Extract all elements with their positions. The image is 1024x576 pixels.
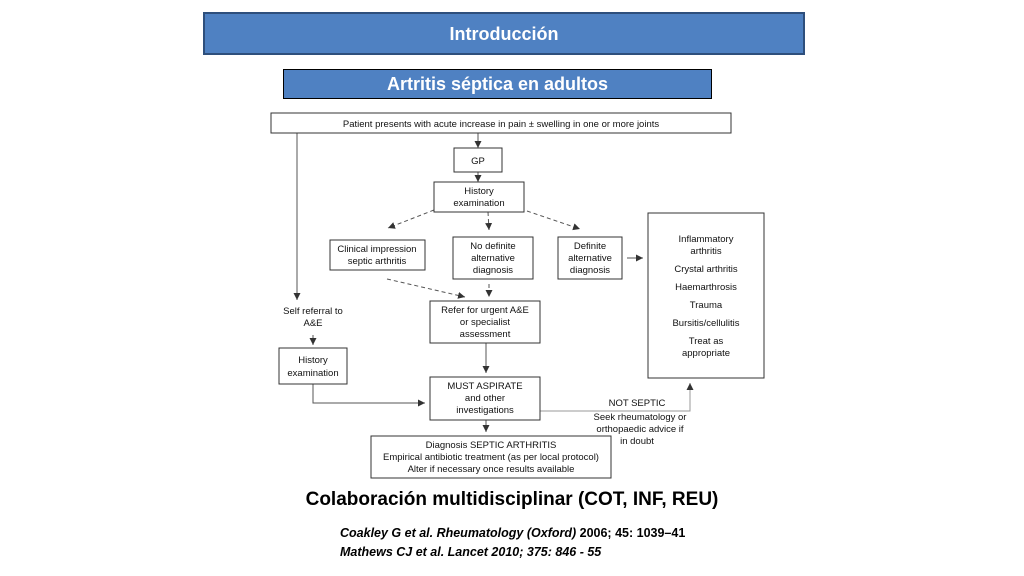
label-text: Self referral to (283, 306, 343, 317)
box-text: Haemarthrosis (675, 282, 737, 293)
box-refer-urgent: Refer for urgent A&E or specialist asses… (429, 300, 541, 344)
box-text: Trauma (690, 300, 723, 311)
box-text: Bursitis/cellulitis (672, 318, 739, 329)
subtitle-banner: Artritis séptica en adultos (283, 69, 712, 99)
box-text: Inflammatory (679, 234, 734, 245)
box-alternative-diagnoses: Inflammatory arthritis Crystal arthritis… (647, 212, 765, 379)
arrow-history-to-aspirate (312, 384, 425, 407)
label-text: in doubt (620, 436, 654, 447)
box-text: Alter if necessary once results availabl… (408, 464, 575, 475)
box-text: Patient presents with acute increase in … (343, 119, 659, 130)
label-text: orthopaedic advice if (596, 424, 683, 435)
label-text: A&E (303, 318, 322, 329)
box-text: or specialist (460, 317, 511, 328)
box-text: MUST ASPIRATE (447, 381, 522, 392)
label-self-referral: Self referral to A&E (283, 306, 343, 329)
box-text: investigations (456, 405, 514, 416)
reference-source: Mathews CJ et al. Lancet 2010; 375: 846 … (340, 545, 602, 559)
box-text: GP (471, 156, 485, 167)
flowchart-connectors (293, 133, 694, 432)
box-text: arthritis (690, 246, 721, 257)
reference-2: Mathews CJ et al. Lancet 2010; 375: 846 … (340, 545, 601, 559)
arrow-history-to-nodefinite (485, 211, 493, 231)
box-history-examination-2: History examination (278, 347, 348, 385)
box-text: appropriate (682, 348, 730, 359)
label-text: Seek rheumatology or (594, 412, 687, 423)
box-diagnosis-septic-arthritis: Diagnosis SEPTIC ARTHRITIS Empirical ant… (370, 435, 612, 479)
reference-source: Coakley G et al. Rheumatology (Oxford) (340, 526, 577, 540)
box-text: examination (287, 368, 338, 379)
box-text: diagnosis (473, 265, 513, 276)
box-gp: GP (453, 147, 503, 173)
box-text: alternative (568, 253, 612, 264)
box-text: Diagnosis SEPTIC ARTHRITIS (426, 440, 557, 451)
conclusion-text: Colaboración multidisciplinar (COT, INF,… (305, 489, 719, 510)
box-text: No definite (470, 241, 515, 252)
box-definite-alternative: Definite alternative diagnosis (557, 236, 623, 280)
box-text: History (298, 355, 328, 366)
label-text: NOT SEPTIC (609, 398, 666, 409)
arrow-aspirate-to-alternatives (539, 383, 694, 412)
arrow-history-to-definite (526, 210, 581, 231)
box-patient-presents: Patient presents with acute increase in … (270, 112, 732, 134)
title-banner: Introducción (203, 12, 805, 55)
box-text: Crystal arthritis (674, 264, 738, 275)
arrow-impression-to-refer (386, 278, 466, 299)
box-text: Definite (574, 241, 606, 252)
box-text: Treat as (689, 336, 724, 347)
box-must-aspirate: MUST ASPIRATE and other investigations (429, 376, 541, 421)
box-text: diagnosis (570, 265, 610, 276)
reference-1: Coakley G et al. Rheumatology (Oxford) 2… (340, 526, 685, 540)
reference-details: 2006; 45: 1039–41 (576, 526, 686, 540)
arrow-history-to-impression (387, 209, 435, 229)
box-text: examination (453, 198, 504, 209)
box-clinical-impression: Clinical impression septic arthritis (329, 239, 426, 271)
box-text: Empirical antibiotic treatment (as per l… (383, 452, 599, 463)
slide-title: Introducción (449, 24, 559, 44)
box-text: Refer for urgent A&E (441, 305, 529, 316)
box-text: History (464, 186, 494, 197)
box-text: assessment (460, 329, 511, 340)
label-not-septic: NOT SEPTIC Seek rheumatology or orthopae… (594, 398, 687, 447)
box-text: and other (465, 393, 505, 404)
slide-subtitle: Artritis séptica en adultos (386, 74, 609, 94)
box-no-definite-alternative: No definite alternative diagnosis (452, 236, 534, 280)
box-text: Clinical impression (337, 244, 416, 255)
box-history-examination-1: History examination (433, 181, 525, 213)
box-text: septic arthritis (348, 256, 407, 267)
box-text: alternative (471, 253, 515, 264)
